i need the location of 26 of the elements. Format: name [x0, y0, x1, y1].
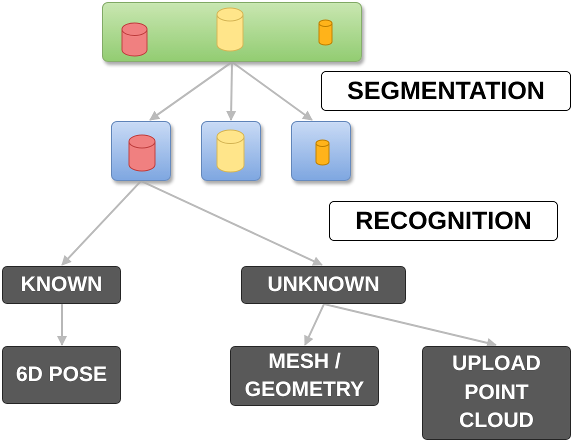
arrow — [324, 303, 497, 348]
node-label: SEGMENTATION — [347, 76, 545, 106]
segment-panel — [102, 2, 362, 62]
arrow — [304, 304, 325, 346]
node-label: KNOWN — [20, 272, 102, 298]
arrow — [226, 62, 236, 121]
output-box — [422, 346, 571, 440]
node-label: UNKNOWN — [268, 272, 380, 298]
node-label: MESH / GEOMETRY — [244, 348, 366, 403]
category-box — [2, 266, 121, 304]
arrow — [61, 180, 142, 266]
node-label: RECOGNITION — [355, 206, 532, 236]
category-box — [241, 266, 406, 304]
arrow — [149, 61, 233, 121]
output-box — [2, 346, 121, 404]
stage-label — [321, 71, 571, 111]
arrow — [57, 304, 67, 346]
arrow — [140, 180, 323, 266]
stage-label — [329, 201, 558, 241]
arrow — [231, 61, 313, 121]
output-box — [230, 346, 379, 406]
node-label: UPLOAD POINT CLOUD — [451, 351, 542, 434]
node-label: 6D POSE — [16, 362, 108, 388]
object-card — [291, 121, 351, 181]
object-card — [111, 121, 171, 181]
object-card — [201, 121, 261, 181]
